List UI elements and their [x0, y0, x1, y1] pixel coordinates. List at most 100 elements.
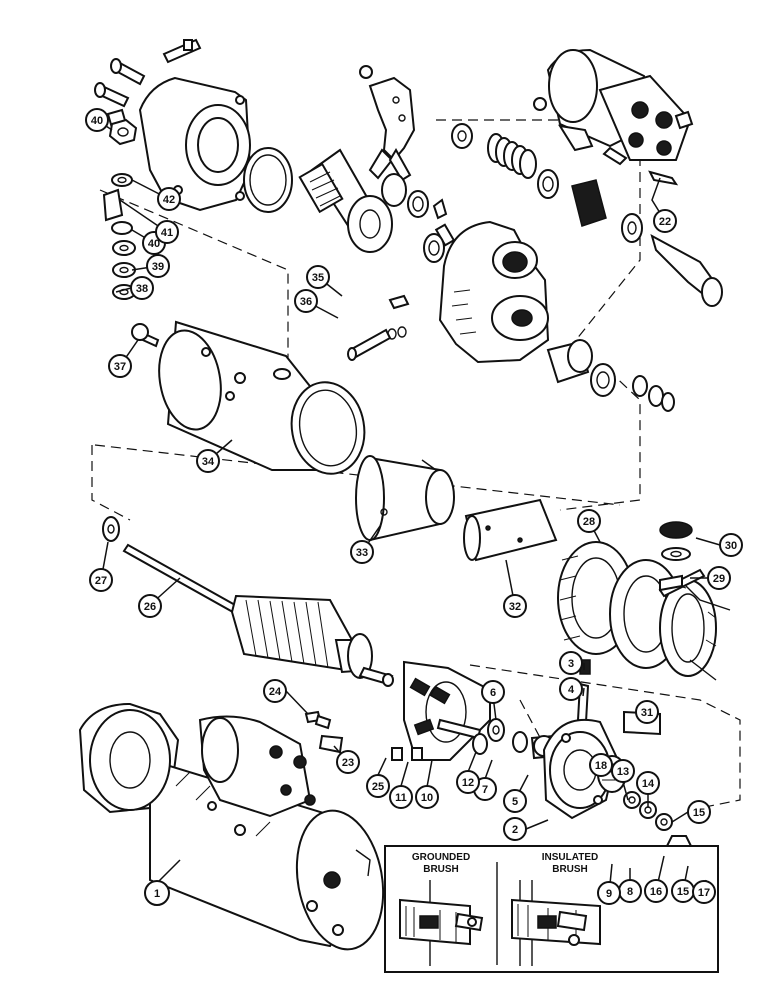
callout-1: 1 [144, 880, 170, 906]
solenoid-plunger-parts [451, 123, 723, 307]
svg-text:16: 16 [650, 886, 662, 898]
svg-text:41: 41 [161, 227, 173, 239]
callout-30: 30 [719, 533, 743, 557]
svg-text:22: 22 [659, 216, 671, 228]
svg-text:34: 34 [202, 456, 215, 468]
callout-5: 5 [503, 789, 527, 813]
svg-text:3: 3 [568, 658, 574, 670]
shift-lever [359, 65, 416, 182]
brush-plate [391, 660, 491, 761]
callout-24: 24 [263, 679, 287, 703]
callout-26: 26 [138, 594, 162, 618]
svg-text:8: 8 [627, 886, 633, 898]
inset-grounded-line2: BRUSH [423, 864, 459, 875]
callout-10: 10 [415, 785, 439, 809]
callout-35: 35 [306, 265, 330, 289]
inset-insulated-line1: INSULATED [542, 852, 598, 863]
svg-text:31: 31 [641, 707, 653, 719]
callout-29: 29 [707, 566, 731, 590]
callout-11: 11 [389, 785, 413, 809]
svg-text:15: 15 [693, 807, 705, 819]
svg-text:28: 28 [583, 516, 595, 528]
svg-text:15: 15 [677, 886, 689, 898]
svg-text:5: 5 [512, 796, 518, 808]
callout-39: 39 [146, 254, 170, 278]
callout-34: 34 [196, 449, 220, 473]
bearing-set [546, 339, 675, 412]
drive-end-housing [138, 76, 293, 213]
callout-23: 23 [336, 750, 360, 774]
field-coils [557, 541, 731, 681]
callout-2: 2 [503, 817, 527, 841]
callout-22: 22 [653, 209, 677, 233]
svg-text:2: 2 [512, 824, 518, 836]
callout-18: 18 [589, 753, 613, 777]
svg-text:38: 38 [136, 283, 148, 295]
gear-housing [347, 220, 550, 364]
assembled-starter [78, 702, 385, 951]
callouts: 1 2 3 4 5 6 7 8 9 10 11 12 13 14 15 16 1… [85, 108, 743, 906]
callout-31: 31 [635, 700, 659, 724]
svg-text:14: 14 [642, 778, 655, 790]
brush-inset: GROUNDED BRUSH INSULATED BRUSH [384, 845, 719, 973]
svg-text:30: 30 [725, 540, 737, 552]
callout-16: 16 [644, 879, 668, 903]
svg-text:17: 17 [698, 887, 710, 899]
washer-stack [102, 118, 160, 348]
svg-text:27: 27 [95, 575, 107, 587]
svg-text:40: 40 [91, 115, 103, 127]
callout-3: 3 [559, 651, 583, 675]
armature [122, 543, 394, 687]
callout-15b: 15 [671, 879, 695, 903]
callout-38: 38 [130, 276, 154, 300]
callout-6: 6 [481, 680, 505, 704]
svg-text:29: 29 [713, 573, 725, 585]
callout-12: 12 [456, 770, 480, 794]
callout-37: 37 [108, 354, 132, 378]
svg-text:23: 23 [342, 757, 354, 769]
callout-28: 28 [577, 509, 601, 533]
svg-text:35: 35 [312, 272, 324, 284]
callout-40-upper: 40 [85, 108, 109, 132]
callout-36: 36 [294, 289, 318, 313]
terminal-stud [659, 521, 693, 592]
callout-8: 8 [618, 879, 642, 903]
callout-4: 4 [559, 677, 583, 701]
callout-17: 17 [692, 880, 716, 904]
callout-14: 14 [636, 771, 660, 795]
svg-text:39: 39 [152, 261, 164, 273]
svg-text:26: 26 [144, 601, 156, 613]
callout-33: 33 [350, 540, 374, 564]
field-frame [158, 320, 366, 475]
svg-text:18: 18 [595, 760, 607, 772]
callout-42: 42 [157, 187, 181, 211]
svg-text:42: 42 [163, 194, 175, 206]
svg-text:12: 12 [462, 777, 474, 789]
pinion-drive-assembly [298, 148, 456, 253]
svg-text:13: 13 [617, 766, 629, 778]
callout-41: 41 [155, 220, 179, 244]
svg-text:11: 11 [395, 792, 407, 804]
svg-text:40: 40 [148, 238, 160, 250]
inset-grounded-line1: GROUNDED [412, 852, 470, 863]
svg-text:1: 1 [154, 888, 160, 900]
svg-text:10: 10 [421, 792, 433, 804]
callout-15a: 15 [687, 800, 711, 824]
svg-text:7: 7 [482, 784, 488, 796]
inset-insulated-line2: BRUSH [552, 864, 588, 875]
svg-text:37: 37 [114, 361, 126, 373]
svg-text:6: 6 [490, 687, 496, 699]
svg-text:32: 32 [509, 601, 521, 613]
solenoid [533, 48, 694, 166]
svg-text:4: 4 [568, 684, 575, 696]
pole-shoes [355, 455, 558, 562]
svg-text:24: 24 [269, 686, 282, 698]
callout-9: 9 [597, 881, 621, 905]
svg-text:36: 36 [300, 296, 312, 308]
callout-25: 25 [366, 774, 390, 798]
callout-27: 27 [89, 568, 113, 592]
callout-13: 13 [611, 759, 635, 783]
svg-text:9: 9 [606, 888, 612, 900]
housing-bolts [94, 38, 202, 130]
